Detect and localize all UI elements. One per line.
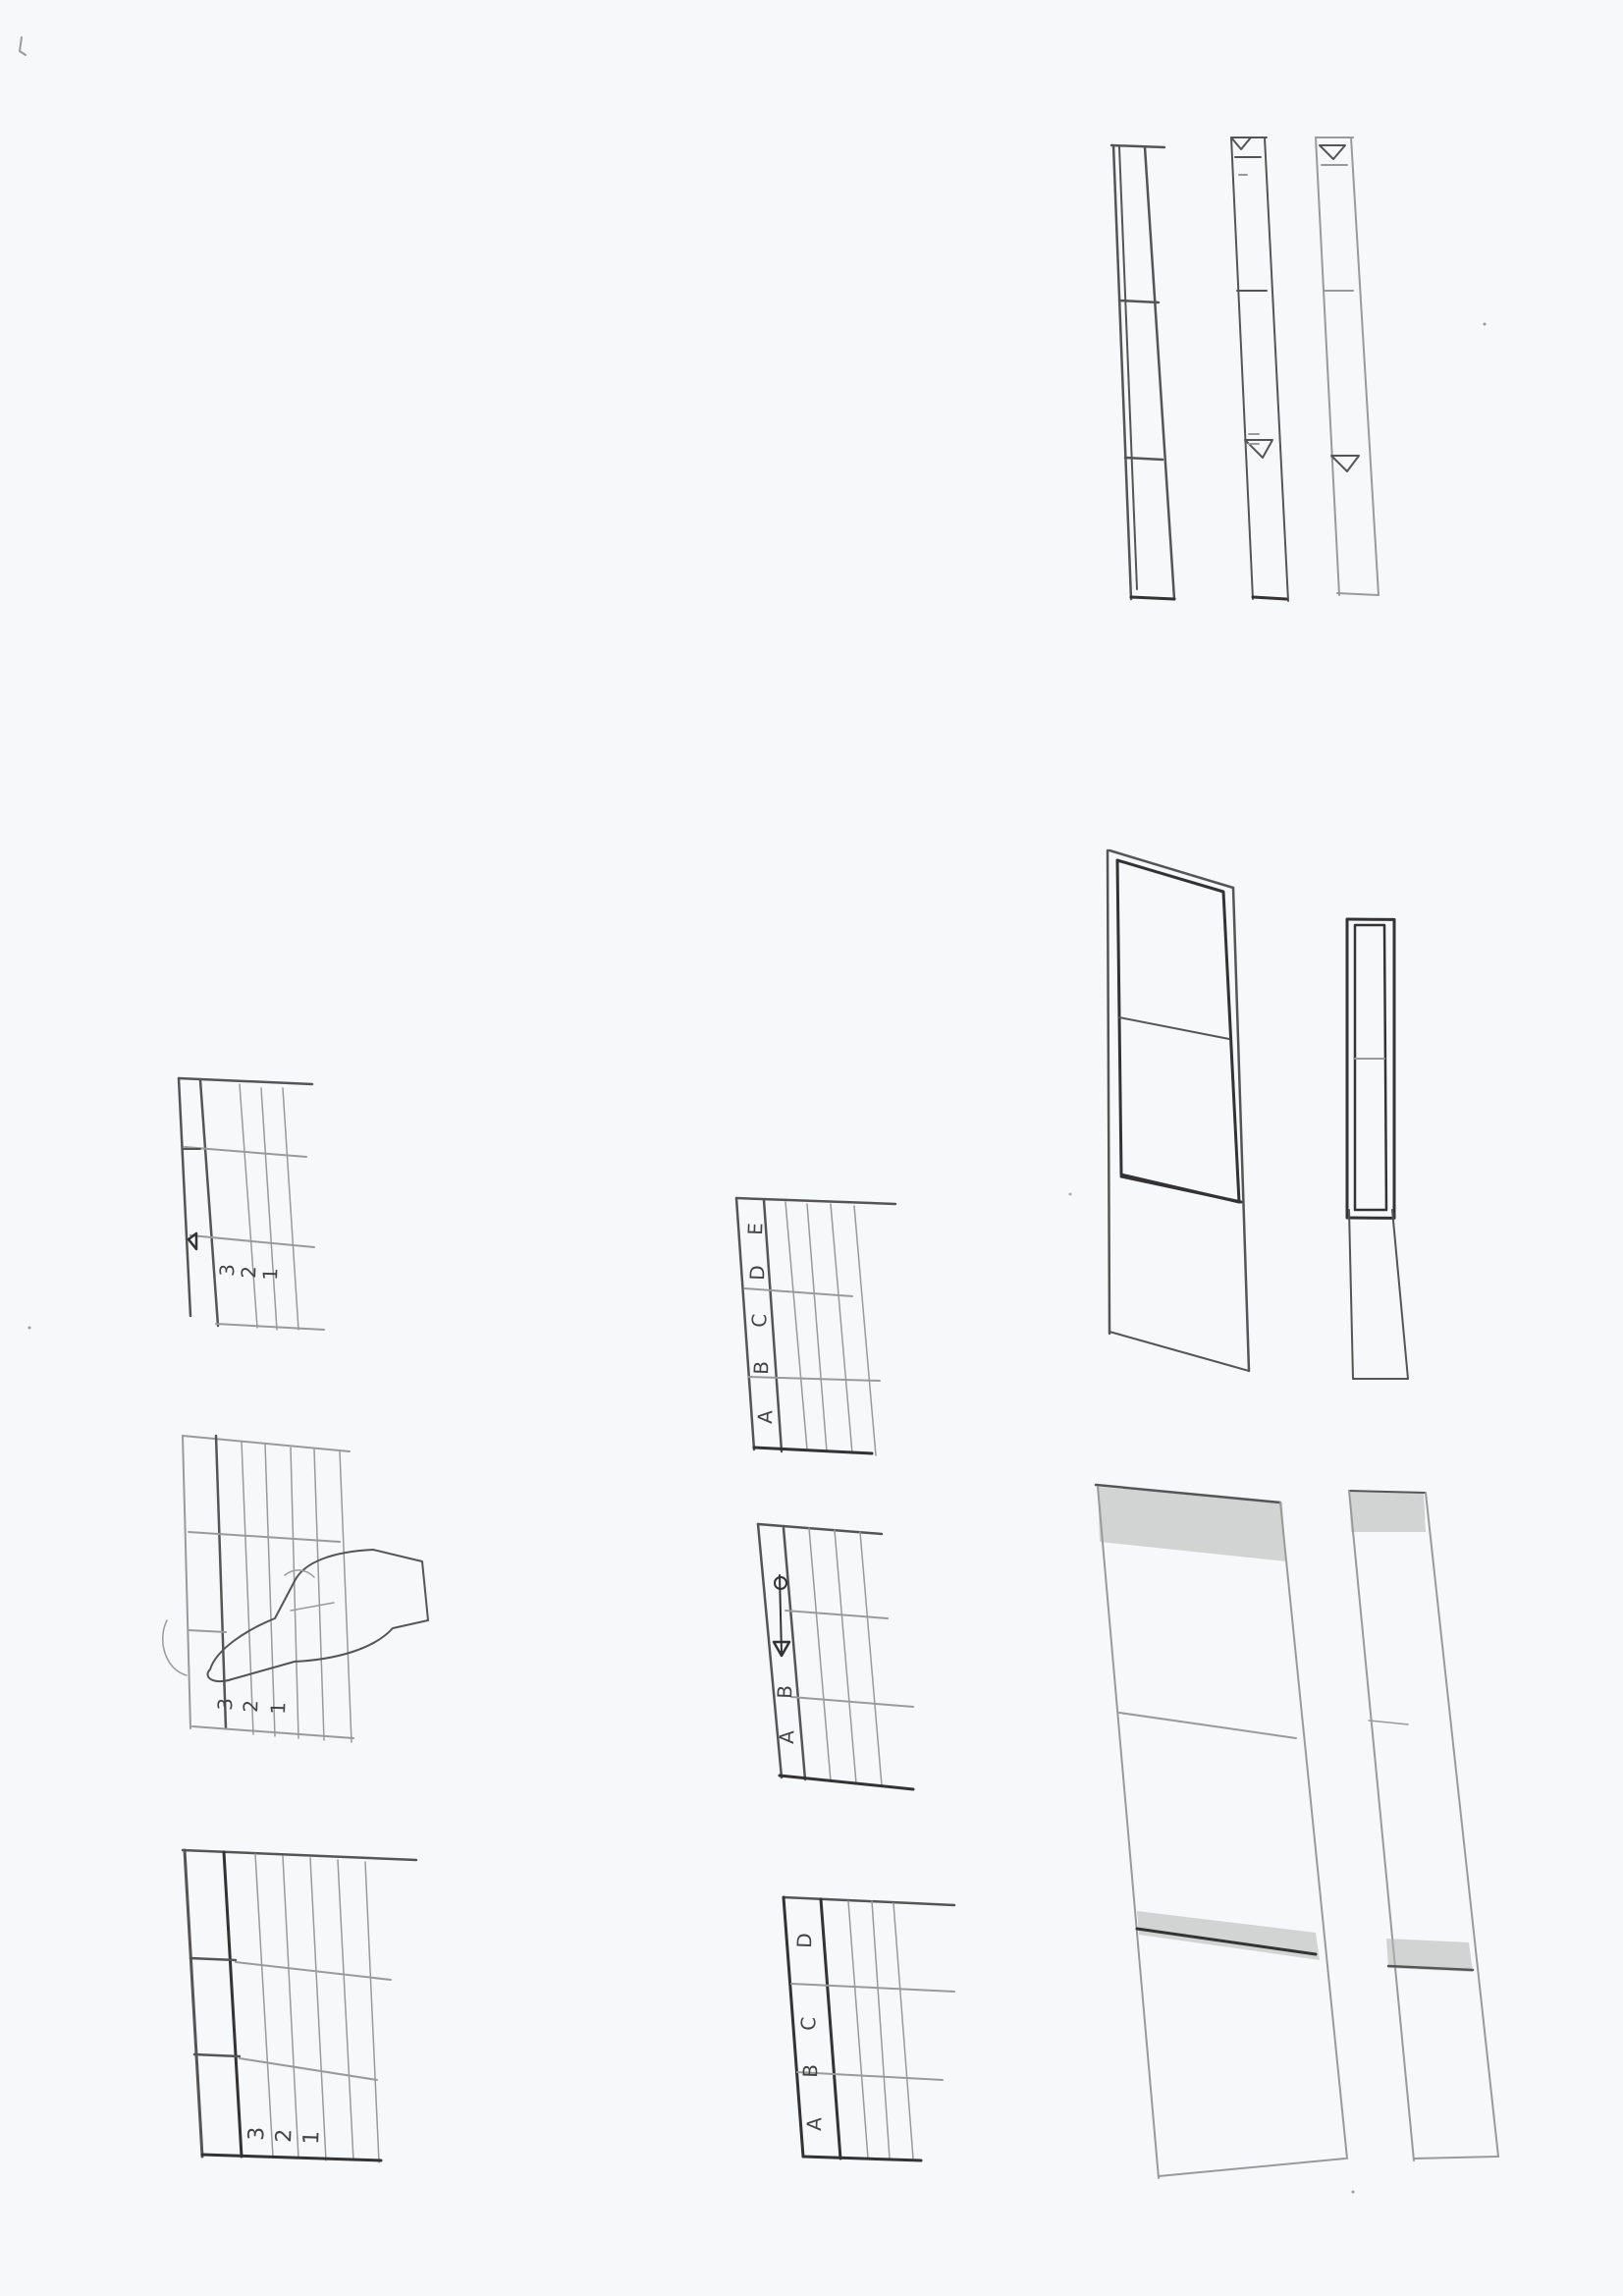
- slider-label-b: B: [773, 1685, 796, 1700]
- swipe-row-label-3: 3: [215, 1264, 239, 1278]
- scrollbar-thin-frame-sketch: [1347, 919, 1408, 1379]
- letters-top-label-c: C: [747, 1313, 771, 1328]
- letters-bottom-label-b: B: [798, 2064, 822, 2079]
- letters-top-label-a: A: [753, 1409, 777, 1424]
- letters-top-label-e: E: [743, 1223, 767, 1235]
- grid-numbers-label-1: 1: [299, 2130, 324, 2145]
- touch-hand-label-1: 1: [266, 1702, 290, 1716]
- scrollbar-thin-shaded-sketch: [1349, 1491, 1498, 2160]
- slider-label-a: A: [775, 1729, 798, 1744]
- scrollbar-wide-frame-sketch: [1108, 850, 1249, 1371]
- touch-hand-label-3: 3: [213, 1698, 237, 1712]
- letters-top-label-d: D: [745, 1265, 770, 1281]
- mockup-swipe-row-sketch: 3 2 1: [179, 1078, 324, 1330]
- letters-bottom-label-a: A: [802, 2116, 826, 2131]
- mockup-letters-bottom-sketch: A B C D: [784, 1897, 954, 2160]
- scrollbar-wide-shaded-sketch: [1096, 1485, 1347, 2178]
- scrollbar-arrows-sketch-a: [1231, 137, 1288, 601]
- letters-bottom-label-d: D: [792, 1933, 817, 1948]
- touch-hand-label-2: 2: [239, 1700, 262, 1714]
- corner-mark: [20, 37, 26, 55]
- mockup-touch-hand-sketch: 3 2 1: [163, 1436, 428, 1742]
- paper-specks: [28, 323, 1487, 2194]
- mockup-slider-letters-sketch: A B: [758, 1524, 913, 1789]
- mockup-letters-top-sketch: A B C D E: [736, 1198, 895, 1455]
- scrollbar-arrows-sketch-b: [1316, 137, 1379, 595]
- letters-bottom-label-c: C: [796, 2016, 820, 2031]
- letters-top-label-b: B: [749, 1361, 773, 1376]
- mockup-grid-numbers-sketch: 3 2 1: [183, 1850, 416, 2162]
- grid-numbers-label-2: 2: [272, 2128, 297, 2143]
- scrollbar-plain-sketch: [1111, 145, 1174, 599]
- swipe-row-label-2: 2: [237, 1266, 260, 1280]
- swipe-row-label-1: 1: [258, 1268, 282, 1282]
- grid-numbers-label-3: 3: [244, 2126, 269, 2141]
